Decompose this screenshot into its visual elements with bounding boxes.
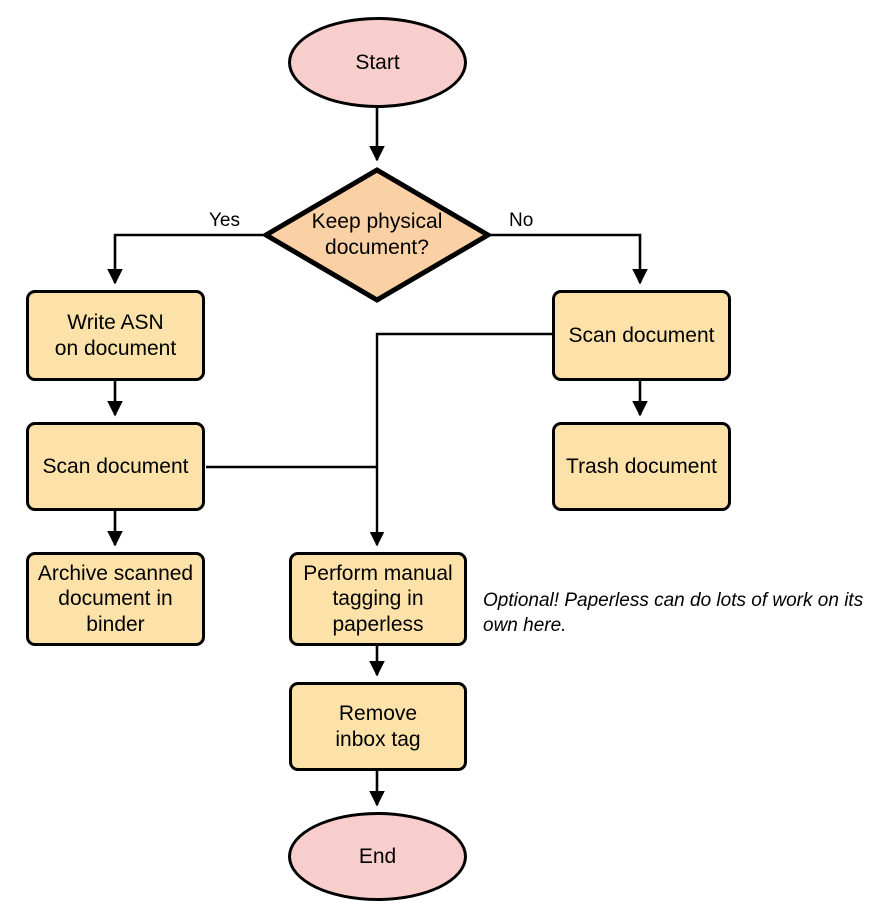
edge-scan-right-to-manual-tagging [369, 332, 552, 547]
annotation-optional-note: Optional! Paperless can do lots of work … [483, 590, 864, 637]
node-scan-document-right-label: Scan document [568, 323, 715, 347]
node-end-label: End [358, 844, 397, 868]
node-remove-inbox-tag-label: Remove inbox tag [335, 701, 421, 751]
edge-decision-no-to-scan-right [491, 233, 648, 285]
node-write-asn-on-document[interactable]: Write ASN on document [26, 290, 205, 381]
node-remove-inbox-tag[interactable]: Remove inbox tag [289, 682, 467, 771]
node-scan-document-left[interactable]: Scan document [26, 422, 205, 511]
node-end[interactable]: End [288, 812, 467, 901]
node-archive-label: Archive scanned document in binder [37, 561, 194, 636]
node-decision-keep-physical-document[interactable]: Keep physical document? [263, 167, 491, 303]
node-perform-manual-tagging[interactable]: Perform manual tagging in paperless [289, 552, 467, 646]
node-start[interactable]: Start [288, 17, 467, 108]
edge-decision-yes-to-write-asn [107, 233, 263, 285]
node-trash-document[interactable]: Trash document [552, 422, 731, 511]
node-scan-document-right[interactable]: Scan document [552, 290, 731, 381]
node-archive-scanned-document[interactable]: Archive scanned document in binder [26, 552, 205, 646]
node-trash-document-label: Trash document [566, 454, 717, 478]
node-scan-document-left-label: Scan document [42, 454, 189, 478]
node-decision-label: Keep physical document? [311, 210, 443, 259]
edge-label-no: No [509, 210, 534, 231]
node-write-asn-label: Write ASN on document [54, 310, 177, 360]
node-start-label: Start [355, 50, 400, 74]
diamond-shape [263, 167, 491, 303]
node-manual-tagging-label: Perform manual tagging in paperless [303, 561, 453, 636]
edge-label-yes: Yes [209, 210, 240, 231]
